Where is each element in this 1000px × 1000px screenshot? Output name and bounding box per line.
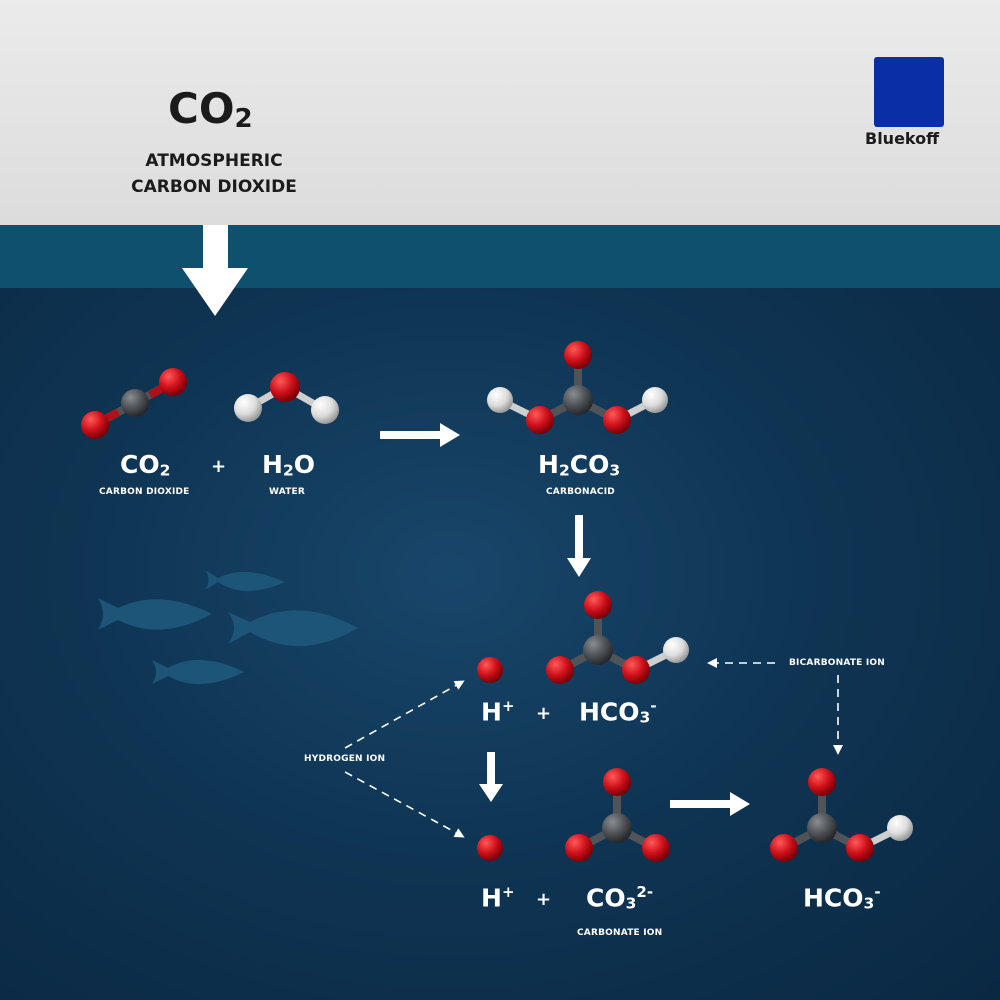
pointer-to-hydrogen-ion-2 — [344, 771, 465, 838]
carbonate-formula: CO32- — [586, 883, 653, 913]
h2o-formula-a: H — [262, 450, 283, 479]
hydrogen-ion-atom — [477, 657, 503, 683]
product-oxygen-atom — [770, 834, 798, 862]
brand-name: Bluekoff — [865, 129, 940, 148]
h-ion-charge-2: + — [501, 883, 515, 901]
pointer-to-hydrogen-ion-1 — [344, 680, 465, 749]
product-hco3-text: HCO — [803, 883, 864, 913]
h-ion-text-2: H — [481, 883, 502, 913]
h2o-molecule — [234, 372, 339, 424]
header-formula: CO2 — [168, 84, 253, 134]
bicarbonate-oxygen-atom — [546, 656, 574, 684]
hydrogen-ion-formula: H+ — [481, 697, 515, 726]
absorption-arrow — [182, 225, 248, 316]
h2o-formula-b: O — [293, 450, 315, 479]
bicarbonate-hydrogen-atom — [663, 637, 689, 663]
h2o-oxygen-atom — [270, 372, 300, 402]
h2co3-sub2: 3 — [609, 461, 621, 480]
reaction-arrow-3 — [479, 752, 503, 802]
bicarbonate-formula: HCO3- — [579, 697, 657, 727]
hco3-text: HCO — [579, 697, 640, 727]
hco3-charge: - — [650, 697, 657, 715]
fish-school — [98, 570, 358, 685]
plus-sign-2: + — [536, 703, 552, 724]
bicarbonate-ion-label: BICARBONATE ION — [789, 658, 885, 668]
bicarbonate-oxygen-atom — [622, 656, 650, 684]
header-formula-main: CO — [168, 84, 235, 133]
h2co3-oxygen-atom — [603, 406, 631, 434]
reaction-arrow-2 — [567, 515, 591, 577]
plus-sign-3: + — [536, 889, 552, 910]
carbonate-oxygen-atom — [565, 834, 593, 862]
co2-formula-text: CO — [120, 450, 160, 479]
carbonate-carbon-atom — [602, 813, 632, 843]
h-ion-charge: + — [501, 697, 515, 715]
fish-2 — [98, 598, 212, 630]
hco3-sub: 3 — [639, 708, 651, 727]
fish-3 — [228, 610, 358, 647]
h2co3-formula: H2CO3 — [538, 450, 620, 479]
carbonate-ion-label: CARBONATE ION — [577, 928, 663, 938]
h2co3-sub1: 2 — [558, 461, 570, 480]
h2co3-molecule — [487, 341, 668, 434]
co2-molecule — [81, 368, 187, 439]
h2co3-oxygen-atom — [564, 341, 592, 369]
h2co3-hydrogen-atom — [642, 387, 668, 413]
ocean-surface-band — [0, 225, 1000, 288]
h2o-hydrogen-atom — [234, 394, 262, 422]
product-hco3-charge: - — [874, 883, 881, 901]
co2-oxygen-atom — [81, 411, 109, 439]
fish-4 — [152, 659, 244, 685]
co2-carbon-atom — [121, 389, 149, 417]
co2-oxygen-atom — [159, 368, 187, 396]
product-oxygen-atom — [846, 834, 874, 862]
header-label: ATMOSPHERIC CARBON DIOXIDE — [128, 148, 300, 200]
bluekoff-logo — [874, 57, 944, 127]
product-hydrogen-atom — [887, 815, 913, 841]
reaction-arrow-1 — [380, 423, 460, 447]
bicarbonate-oxygen-atom — [584, 591, 612, 619]
header-label-line1: ATMOSPHERIC — [145, 151, 283, 171]
h2co3-b: CO — [569, 450, 610, 479]
h2o-formula: H2O — [262, 450, 315, 479]
header-formula-sub: 2 — [234, 103, 253, 134]
bicarbonate-carbon-atom — [583, 635, 613, 665]
h2o-hydrogen-atom — [311, 396, 339, 424]
h2co3-hydrogen-atom — [487, 387, 513, 413]
h2o-formula-sub: 2 — [282, 461, 294, 480]
co3-sub: 3 — [625, 894, 637, 913]
header-label-line2: CARBON DIOXIDE — [131, 177, 297, 197]
co2-formula: CO2 — [120, 450, 170, 479]
hydrogen-ion-formula-2: H+ — [481, 883, 515, 912]
h2co3-a: H — [538, 450, 559, 479]
hydrogen-ion-label: HYDROGEN ION — [304, 754, 386, 764]
carbonate-molecule — [565, 768, 670, 862]
carbonate-oxygen-atom — [603, 768, 631, 796]
product-hco3-sub: 3 — [863, 894, 875, 913]
h2o-name: WATER — [269, 487, 306, 497]
fish-1 — [205, 570, 285, 591]
h-ion-text: H — [481, 697, 502, 727]
reaction-arrow-4 — [670, 792, 750, 816]
bicarbonate-product-molecule — [770, 768, 913, 862]
product-bicarbonate-formula: HCO3- — [803, 883, 881, 913]
co2-name: CARBON DIOXIDE — [99, 487, 190, 497]
co3-text: CO — [586, 883, 626, 913]
h2co3-carbon-atom — [563, 385, 593, 415]
plus-sign-1: + — [211, 456, 227, 477]
co3-charge: 2- — [636, 883, 654, 901]
hydrogen-ion-atom — [477, 835, 503, 861]
co2-formula-sub: 2 — [159, 461, 171, 480]
product-carbon-atom — [807, 813, 837, 843]
h2co3-name: CARBONACID — [546, 487, 615, 497]
carbonate-oxygen-atom — [642, 834, 670, 862]
atmosphere-band — [0, 0, 1000, 225]
h2co3-oxygen-atom — [526, 406, 554, 434]
product-oxygen-atom — [808, 768, 836, 796]
bicarbonate-molecule — [546, 591, 689, 684]
